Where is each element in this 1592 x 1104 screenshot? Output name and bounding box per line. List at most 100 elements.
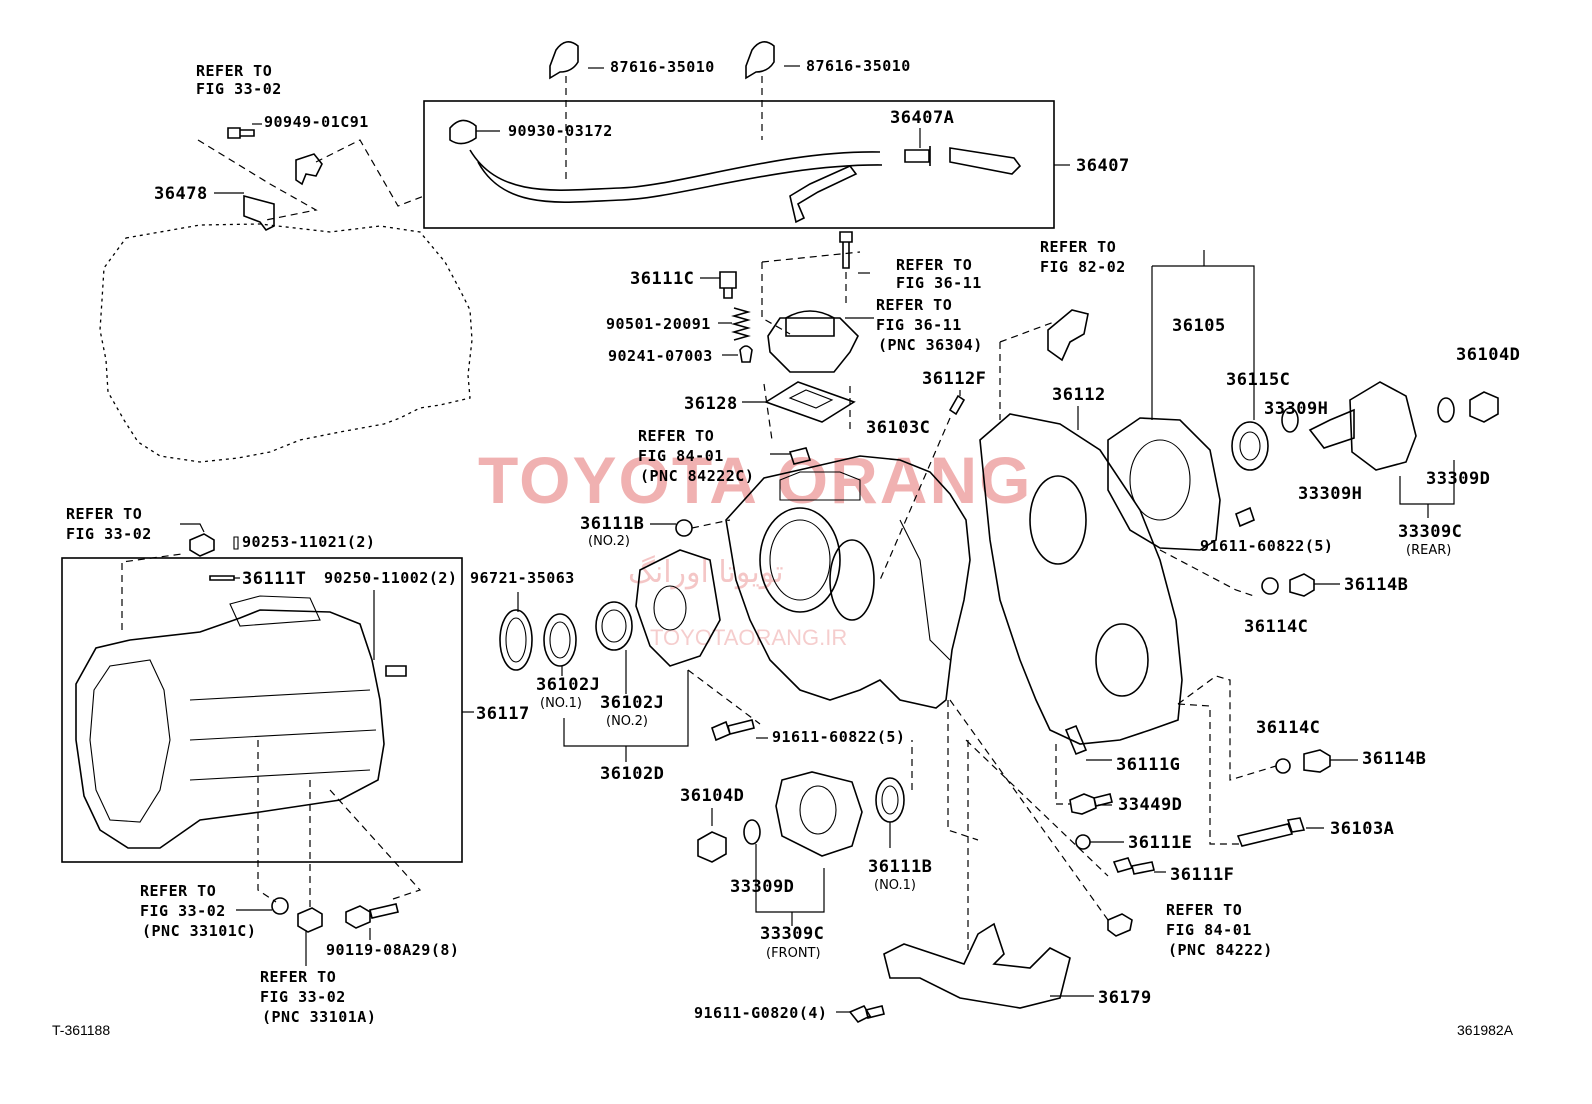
ref-fig-82-02-line2[interactable]: FIG 82-02: [1040, 258, 1126, 276]
ref-fig-36-11-a-line2[interactable]: FIG 36-11: [896, 274, 982, 292]
label-36111e[interactable]: 36111E: [1128, 833, 1192, 853]
label-91611-a[interactable]: 91611-60822(5): [1200, 537, 1333, 555]
seal-36111b-no1: [875, 777, 905, 823]
transmission-outline: [99, 223, 473, 463]
label-36111t[interactable]: 36111T: [242, 569, 306, 589]
ref-fig-33-02-d-line1[interactable]: REFER TO: [260, 968, 336, 986]
label-33309d-rear[interactable]: 33309D: [1426, 469, 1490, 489]
figure-code-left: T-361188: [52, 1022, 110, 1038]
ref-fig-33-02-b-line1[interactable]: REFER TO: [66, 505, 142, 523]
ref-fig-33-02-a-line1[interactable]: REFER TO: [196, 62, 272, 80]
label-91611-b[interactable]: 91611-60822(5): [772, 728, 905, 746]
figure-code-right: 361982A: [1457, 1022, 1514, 1038]
bracket-8202: [1047, 309, 1089, 362]
ref-fig-33-02-b-line2[interactable]: FIG 33-02: [66, 525, 152, 543]
label-36179[interactable]: 36179: [1098, 988, 1152, 1008]
label-36111b-no1[interactable]: 36111B: [868, 857, 932, 877]
label-36114b-b[interactable]: 36114B: [1362, 749, 1426, 769]
ref-fig-36-11-b-line1[interactable]: REFER TO: [876, 296, 952, 314]
label-36114c-b[interactable]: 36114C: [1256, 718, 1320, 738]
bearing-36102j-no1: [543, 613, 577, 667]
label-36102d[interactable]: 36102D: [600, 764, 664, 784]
label-36103a[interactable]: 36103A: [1330, 819, 1394, 839]
ref-fig-84-01-a-line1[interactable]: REFER TO: [638, 427, 714, 445]
ref-fig-84-01-b-line1[interactable]: REFER TO: [1166, 901, 1242, 919]
label-36111b-no2[interactable]: 36111B: [580, 514, 644, 534]
label-87616-a[interactable]: 87616-35010: [610, 58, 715, 76]
label-36104d-rear[interactable]: 36104D: [1456, 345, 1520, 365]
plug-36111f: [1112, 857, 1155, 875]
ref-fig-84-01-a-line3[interactable]: (PNC 84222C): [640, 467, 754, 485]
bearing-retainer-36102d: [635, 549, 721, 667]
extension-housing-36117: [75, 595, 385, 849]
label-90501[interactable]: 90501-20091: [606, 315, 711, 333]
label-36111c[interactable]: 36111C: [630, 269, 694, 289]
label-90119[interactable]: 90119-08A29(8): [326, 941, 459, 959]
label-36407[interactable]: 36407: [1076, 156, 1130, 176]
washer-33101c: [271, 897, 289, 915]
label-90241[interactable]: 90241-07003: [608, 347, 713, 365]
plug-33101a: [297, 907, 323, 933]
pin-90253-icon: [233, 536, 239, 550]
label-36111g[interactable]: 36111G: [1116, 755, 1180, 775]
breather-hose: [449, 119, 1022, 224]
washer-33309h-a: [1281, 407, 1299, 433]
ref-fig-36-11-b-line3[interactable]: (PNC 36304): [878, 336, 983, 354]
bolt-91611-a: [1235, 506, 1255, 528]
label-91611-c[interactable]: 91611-G0820(4): [694, 1004, 827, 1022]
bolt-36114b-a: [1289, 573, 1315, 597]
label-33309d-front[interactable]: 33309D: [730, 877, 794, 897]
label-front: (FRONT): [766, 946, 821, 961]
label-36104d-front[interactable]: 36104D: [680, 786, 744, 806]
label-90930[interactable]: 90930-03172: [508, 122, 613, 140]
label-33449d[interactable]: 33449D: [1118, 795, 1182, 815]
ref-fig-33-02-d-line2[interactable]: FIG 33-02: [260, 988, 346, 1006]
label-36128[interactable]: 36128: [684, 394, 738, 414]
ref-fig-33-02-a-line2[interactable]: FIG 33-02: [196, 80, 282, 98]
bolt-36103a: [1236, 817, 1306, 847]
ref-fig-84-01-b-line2[interactable]: FIG 84-01: [1166, 921, 1252, 939]
label-90253[interactable]: 90253-11021(2): [242, 533, 375, 551]
ref-fig-84-01-b-line3[interactable]: (PNC 84222): [1168, 941, 1273, 959]
ref-fig-33-02-c-line1[interactable]: REFER TO: [140, 882, 216, 900]
label-36102j-no1[interactable]: 36102J: [536, 675, 600, 695]
flange-33309c-rear: [1308, 381, 1417, 471]
label-36114c-a[interactable]: 36114C: [1244, 617, 1308, 637]
label-rear: (REAR): [1406, 543, 1451, 558]
label-96721[interactable]: 96721-35063: [470, 569, 575, 587]
ref-fig-36-11-a-line1[interactable]: REFER TO: [896, 256, 972, 274]
label-90250[interactable]: 90250-11002(2): [324, 569, 457, 587]
bolt-ref3611: [839, 231, 853, 269]
ref-fig-33-02-c-line3[interactable]: (PNC 33101C): [142, 922, 256, 940]
label-36102j-no2[interactable]: 36102J: [600, 693, 664, 713]
label-36407a[interactable]: 36407A: [890, 108, 954, 128]
ref-fig-36-11-b-line2[interactable]: FIG 36-11: [876, 316, 962, 334]
label-87616-b[interactable]: 87616-35010: [806, 57, 911, 75]
pin-36111g: [1064, 724, 1088, 756]
ref-fig-33-02-d-line3[interactable]: (PNC 33101A): [262, 1008, 376, 1026]
ref-fig-33-02-c-line2[interactable]: FIG 33-02: [140, 902, 226, 920]
gasket-36128: [764, 381, 856, 423]
washer-36114c-a: [1261, 577, 1279, 595]
label-33309c-front[interactable]: 33309C: [760, 924, 824, 944]
label-36114b-a[interactable]: 36114B: [1344, 575, 1408, 595]
label-36111f[interactable]: 36111F: [1170, 865, 1234, 885]
bearing-36102j-no2: [595, 601, 633, 651]
pin-36112f: [948, 394, 966, 416]
ref-fig-84-01-a-line2[interactable]: FIG 84-01: [638, 447, 724, 465]
flange-33309c-front: [775, 771, 863, 857]
washer-33309d-l: [743, 819, 761, 845]
label-33309c-rear[interactable]: 33309C: [1398, 522, 1462, 542]
label-36103c[interactable]: 36103C: [866, 418, 930, 438]
label-36105[interactable]: 36105: [1172, 316, 1226, 336]
label-36115c[interactable]: 36115C: [1226, 370, 1290, 390]
label-90949[interactable]: 90949-01C91: [264, 113, 369, 131]
label-36112[interactable]: 36112: [1052, 385, 1106, 405]
label-36117[interactable]: 36117: [476, 704, 530, 724]
label-33309h-a[interactable]: 33309H: [1264, 399, 1328, 419]
label-33309h-b[interactable]: 33309H: [1298, 484, 1362, 504]
ref-fig-82-02-line1[interactable]: REFER TO: [1040, 238, 1116, 256]
label-36112f[interactable]: 36112F: [922, 369, 986, 389]
label-36478[interactable]: 36478: [154, 184, 208, 204]
